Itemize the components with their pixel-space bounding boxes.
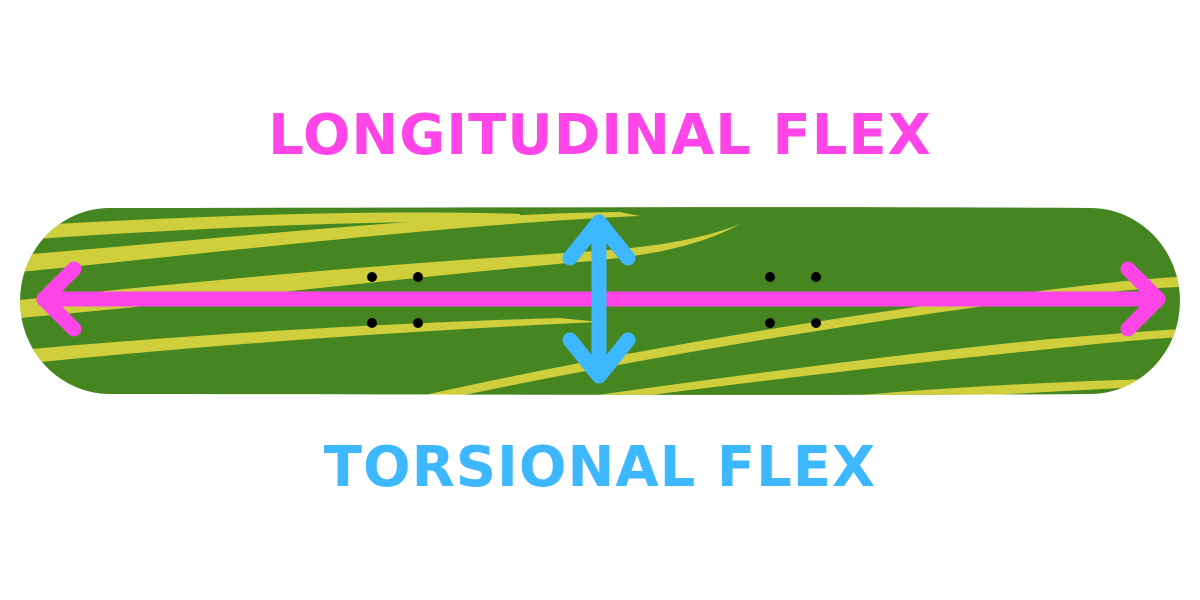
arrowhead-top — [562, 214, 636, 266]
arrowhead-right — [1120, 261, 1166, 337]
torsional-flex-arrow — [562, 214, 636, 384]
insert-dot — [811, 318, 821, 328]
insert-dot — [811, 272, 821, 282]
stripe — [20, 318, 600, 364]
insert-dot — [413, 272, 423, 282]
insert-dot — [367, 318, 377, 328]
stripe — [560, 328, 1180, 395]
arrowhead-left — [36, 261, 82, 337]
insert-dot — [765, 318, 775, 328]
stripe — [20, 212, 520, 240]
stripe — [420, 276, 1180, 395]
stripe — [20, 212, 640, 272]
insert-dot — [765, 272, 775, 282]
insert-dot — [367, 272, 377, 282]
stripe — [760, 378, 1180, 395]
insert-dot — [413, 318, 423, 328]
longitudinal-flex-label: LONGITUDINAL FLEX — [268, 103, 932, 168]
binding-inserts-left — [367, 272, 423, 328]
arrowhead-bottom — [562, 332, 636, 384]
binding-inserts-right — [765, 272, 821, 328]
torsional-flex-label: TORSIONAL FLEX — [323, 435, 877, 500]
